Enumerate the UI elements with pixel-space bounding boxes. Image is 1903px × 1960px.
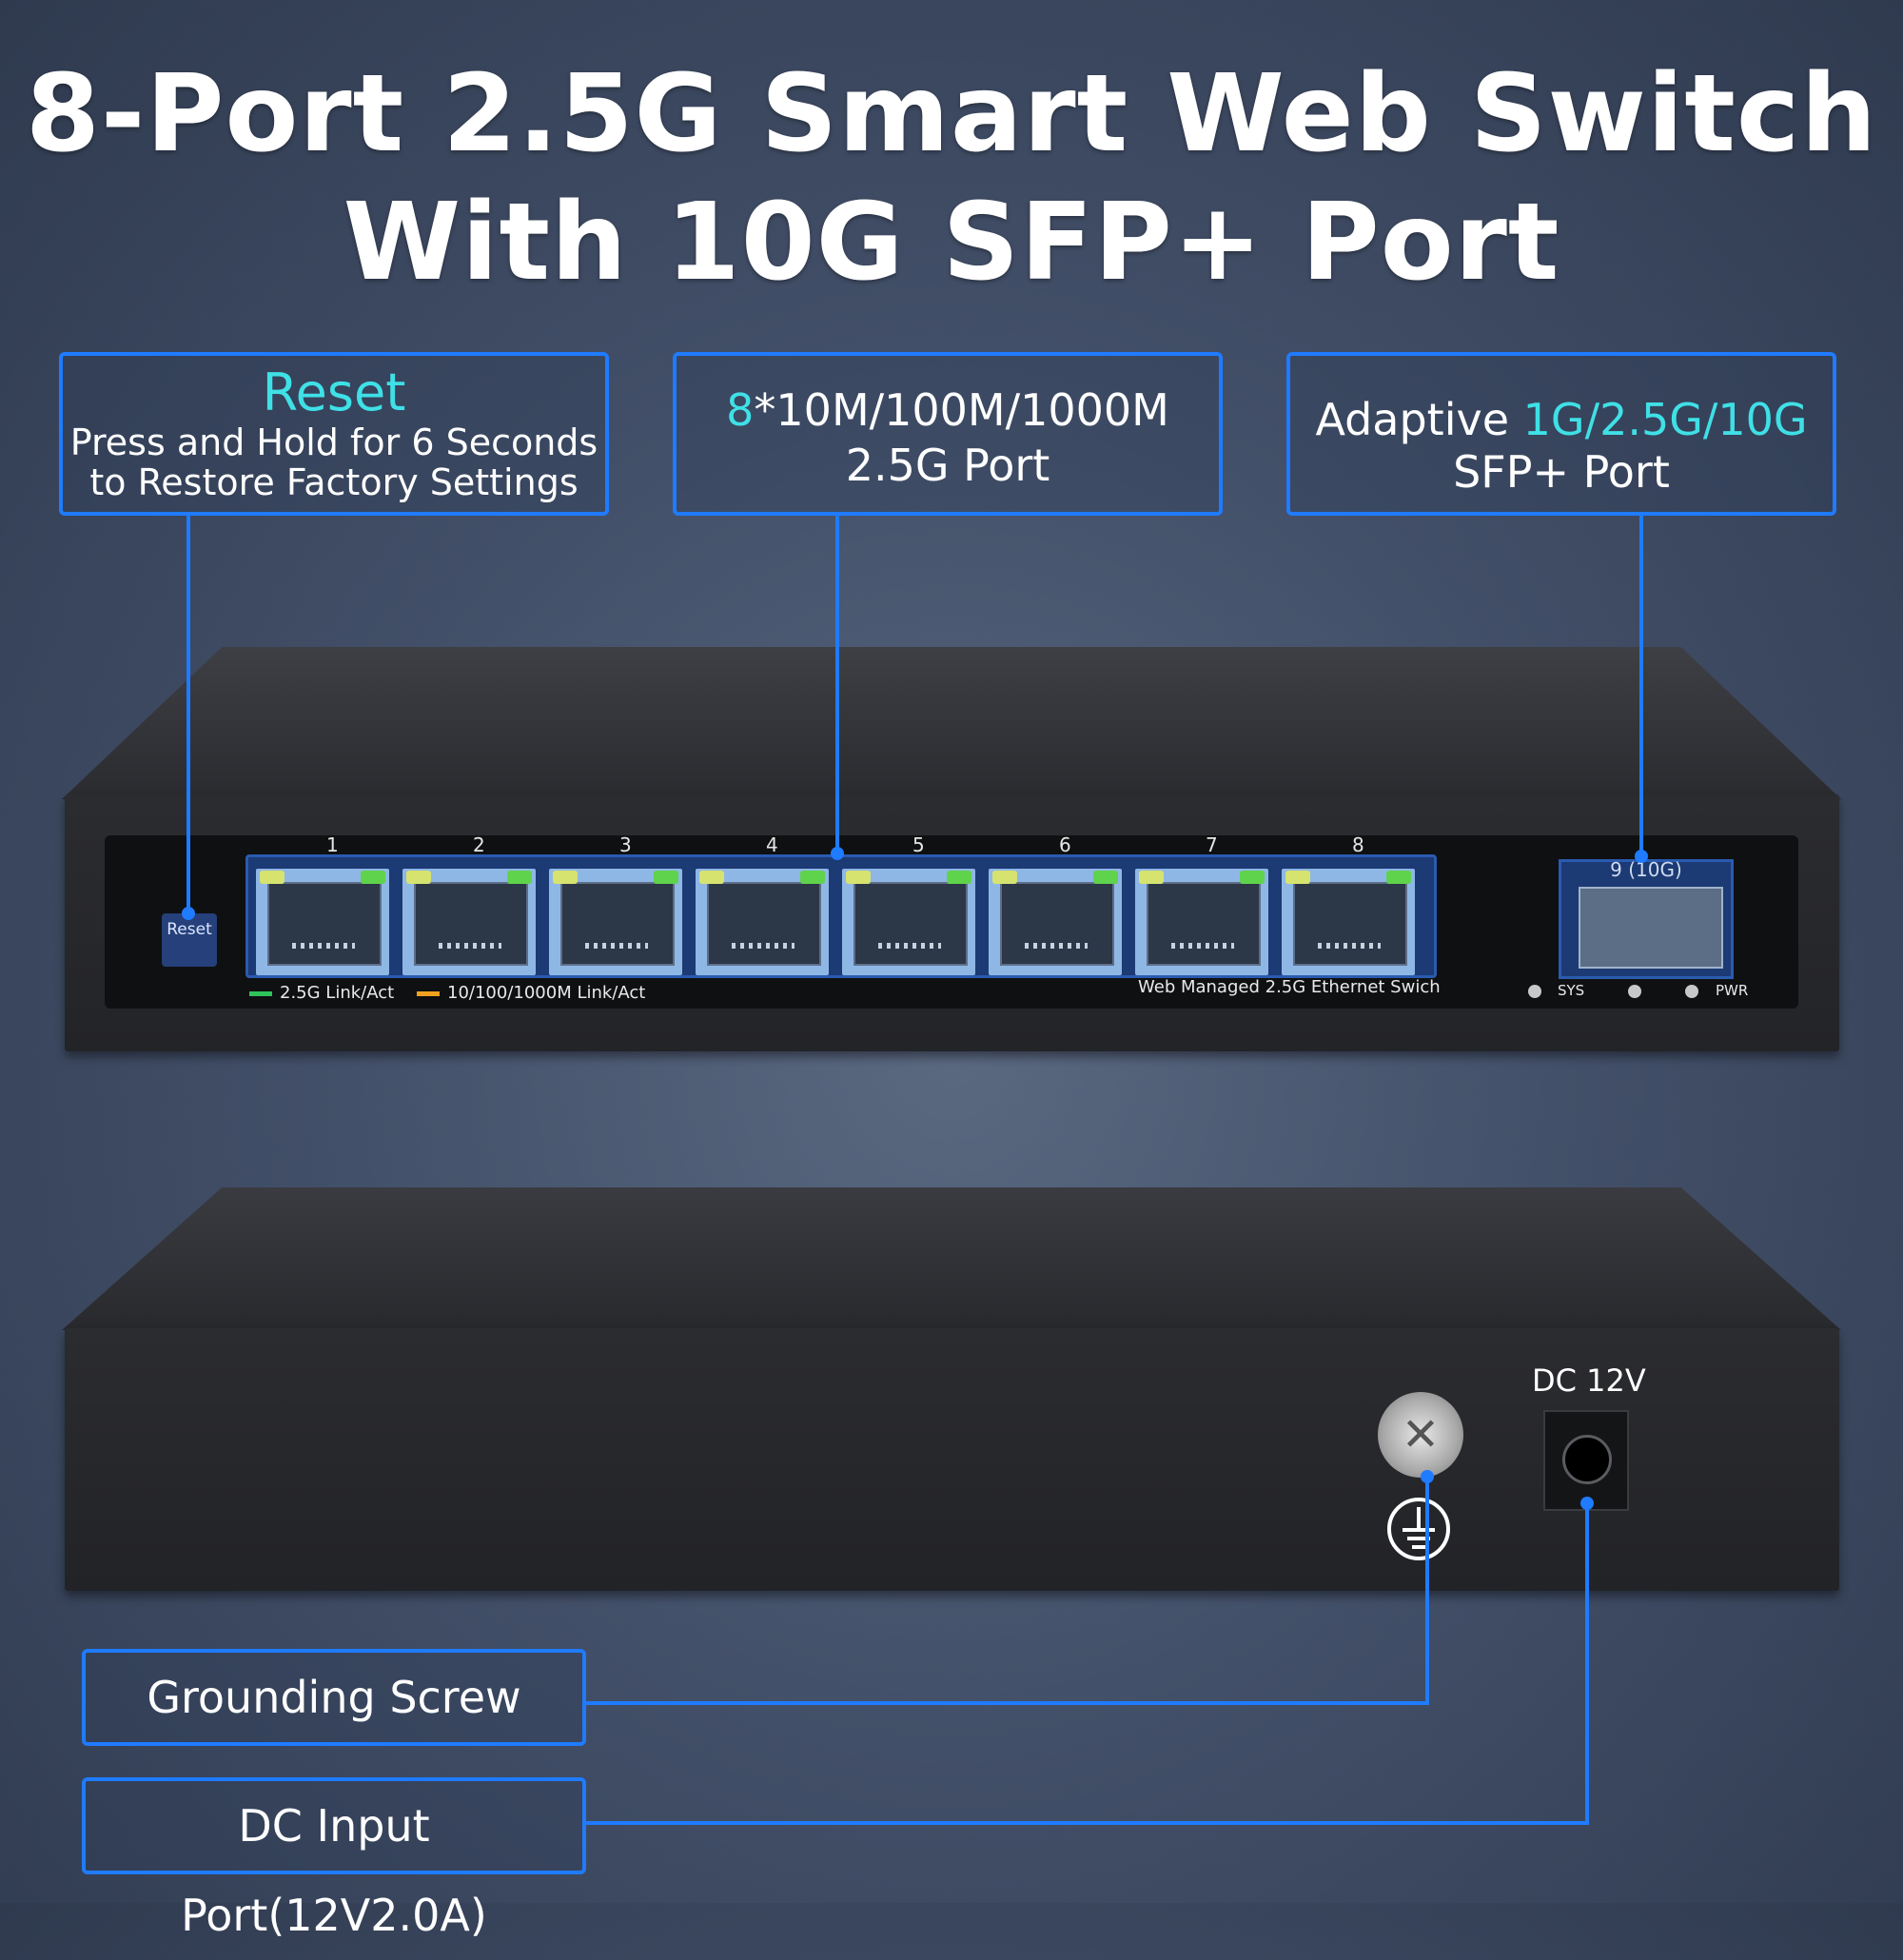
reset-button[interactable]: Reset (162, 913, 217, 967)
sys-led (1528, 985, 1541, 998)
model-text: Web Managed 2.5G Ethernet Swich (1138, 977, 1441, 997)
dc-connector-dot (1580, 1497, 1594, 1510)
rj45-port-8[interactable] (1282, 869, 1415, 975)
port-number-4: 4 (766, 833, 778, 856)
dc-connector-vertical (1585, 1501, 1589, 1825)
reset-connector-dot (182, 907, 195, 920)
reset-callout: Reset Press and Hold for 6 Seconds to Re… (59, 352, 609, 516)
ports-connector-dot (831, 847, 844, 860)
grounding-screw: ✕ (1378, 1392, 1463, 1478)
sfp-callout-line-2: SFP+ Port (1453, 446, 1670, 498)
port-number-2: 2 (473, 833, 485, 856)
sfp-prefix: Adaptive (1315, 394, 1523, 445)
sys-label: SYS (1558, 982, 1585, 999)
rj45-port-1[interactable] (256, 869, 389, 975)
rj45-port-block (245, 854, 1437, 978)
port-number-7: 7 (1206, 833, 1218, 856)
amber-led-swatch (417, 990, 440, 996)
headline-line-1: 8-Port 2.5G Smart Web Switch (25, 52, 1878, 176)
reset-callout-line-1: Press and Hold for 6 Seconds (69, 421, 598, 463)
rj45-port-5[interactable] (842, 869, 975, 975)
port-number-6: 6 (1059, 833, 1071, 856)
ground-icon (1387, 1498, 1450, 1560)
ground-connector-horizontal (586, 1701, 1429, 1705)
pwr-led (1685, 985, 1698, 998)
ports-callout-line-2: 2.5G Port (845, 440, 1050, 491)
reset-callout-line-2: to Restore Factory Settings (89, 461, 579, 503)
legend-25g-label: 2.5G Link/Act (280, 983, 395, 1003)
dc-input-callout: DC Input Port(12V2.0A) (82, 1777, 586, 1941)
sfp-connector-dot (1635, 850, 1648, 863)
grounding-callout: Grounding Screw (82, 1649, 586, 1746)
sfp-callout: Adaptive 1G/2.5G/10G SFP+ Port (1286, 352, 1836, 516)
dc-connector-horizontal (586, 1821, 1589, 1825)
ports-speeds: *10M/100M/1000M (754, 384, 1169, 436)
ports-callout: 8*10M/100M/1000M 2.5G Port (673, 352, 1223, 516)
rj45-port-7[interactable] (1135, 869, 1268, 975)
ports-callout-line-1: 8*10M/100M/1000M (677, 382, 1219, 438)
port-number-3: 3 (619, 833, 632, 856)
reset-connector-line (186, 516, 190, 913)
sfp-callout-line-1: Adaptive 1G/2.5G/10G (1290, 394, 1833, 446)
legend-1g-label: 10/100/1000M Link/Act (447, 983, 646, 1003)
ground-connector-dot (1421, 1470, 1434, 1483)
port-number-1: 1 (326, 833, 339, 856)
legend-25g: 2.5G Link/Act (249, 983, 394, 1003)
legend-1g: 10/100/1000M Link/Act (417, 983, 645, 1003)
sfp-connector-line (1639, 516, 1643, 856)
front-switch-top (62, 647, 1841, 799)
rj45-port-6[interactable] (989, 869, 1122, 975)
sfp-speeds: 1G/2.5G/10G (1522, 394, 1808, 445)
dc-label: DC 12V (1532, 1362, 1646, 1399)
ports-count: 8 (726, 384, 755, 436)
sfp-port[interactable]: 9 (10G) (1559, 858, 1734, 979)
pwr-label: PWR (1716, 982, 1749, 999)
port-number-5: 5 (912, 833, 925, 856)
back-switch-top (62, 1187, 1841, 1330)
headline-line-2: With 10G SFP+ Port (343, 181, 1560, 304)
status-led (1628, 985, 1641, 998)
rj45-port-2[interactable] (402, 869, 536, 975)
port-number-8: 8 (1352, 833, 1364, 856)
green-led-swatch (249, 990, 272, 996)
ground-connector-vertical (1425, 1475, 1429, 1705)
sfp-cage (1579, 887, 1723, 969)
ports-connector-line (835, 516, 839, 853)
sfp-port-label: 9 (10G) (1610, 858, 1682, 881)
rj45-port-4[interactable] (696, 869, 829, 975)
rj45-port-3[interactable] (549, 869, 682, 975)
screw-cross-icon: ✕ (1401, 1408, 1441, 1461)
reset-callout-heading: Reset (262, 363, 406, 422)
